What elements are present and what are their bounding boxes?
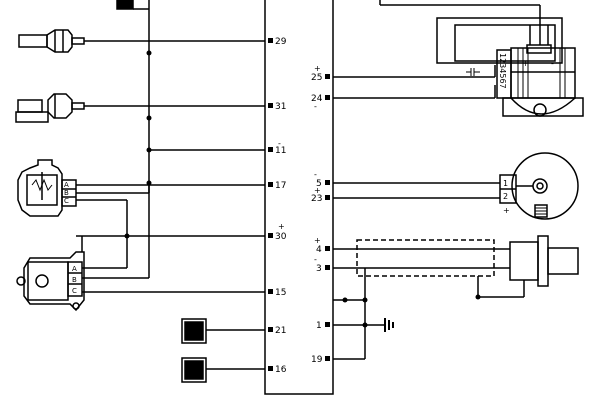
pin-label-19: 19: [311, 355, 323, 365]
speed-pin-2: 2: [503, 192, 508, 201]
shield-box: [356, 239, 495, 277]
speed-plus: +: [503, 206, 510, 215]
pin-label-16: 16: [275, 365, 287, 375]
throttle-pin-a: A: [64, 181, 69, 189]
speed-pin-1: 1: [503, 179, 508, 188]
pin-sign-11: -: [278, 139, 281, 148]
throttle-pin-c: C: [64, 197, 69, 205]
ecu-box: [264, 0, 334, 395]
crank-sensor: [509, 235, 579, 297]
connector-21: [184, 321, 204, 341]
pin-label-11: 11: [275, 146, 286, 156]
speed-sensor: [499, 152, 579, 220]
pin-sign-24: -: [314, 102, 317, 111]
pin-sign-23: +: [314, 186, 321, 195]
top-left-connector: [116, 0, 134, 10]
pin-label-25: 25: [311, 73, 322, 83]
map-pin-a: A: [72, 265, 77, 273]
map-sensor: [16, 251, 85, 312]
map-pin-b: B: [72, 276, 77, 284]
ignition-coil: [436, 5, 584, 117]
oxygen-sensor-top: [18, 29, 92, 53]
pin-label-1: 1: [316, 321, 322, 331]
pin-label-21: 21: [275, 326, 286, 336]
pin-label-15: 15: [275, 288, 286, 298]
pin-label-29: 29: [275, 37, 287, 47]
coil-pin-numbers: 1234567: [498, 53, 507, 89]
connector-16: [184, 360, 204, 380]
pin-label-30: 30: [275, 232, 287, 242]
coil-plus: +: [522, 59, 529, 68]
pin-label-24: 24: [311, 94, 323, 104]
pin-label-4: 4: [316, 245, 322, 255]
temperature-sensor: [15, 93, 92, 123]
pin-label-5: 5: [316, 179, 322, 189]
pin-sign-25: +: [314, 64, 321, 73]
pin-label-23: 23: [311, 194, 322, 204]
pin-label-3: 3: [316, 264, 322, 274]
pin-sign-3: -: [314, 255, 317, 264]
coil-minus: -: [551, 59, 554, 68]
throttle-pin-b: B: [64, 189, 69, 197]
capacitor-icon: [466, 68, 480, 76]
pin-sign-5: -: [314, 170, 317, 179]
throttle-sensor: [17, 159, 77, 217]
pin-label-31: 31: [275, 102, 286, 112]
junction-dots: [124, 50, 481, 328]
ground-icon: [384, 318, 394, 332]
pin-label-17: 17: [275, 181, 286, 191]
map-pin-c: C: [72, 287, 77, 295]
pin-sign-30: +: [278, 222, 285, 231]
pin-sign-4: +: [314, 236, 321, 245]
